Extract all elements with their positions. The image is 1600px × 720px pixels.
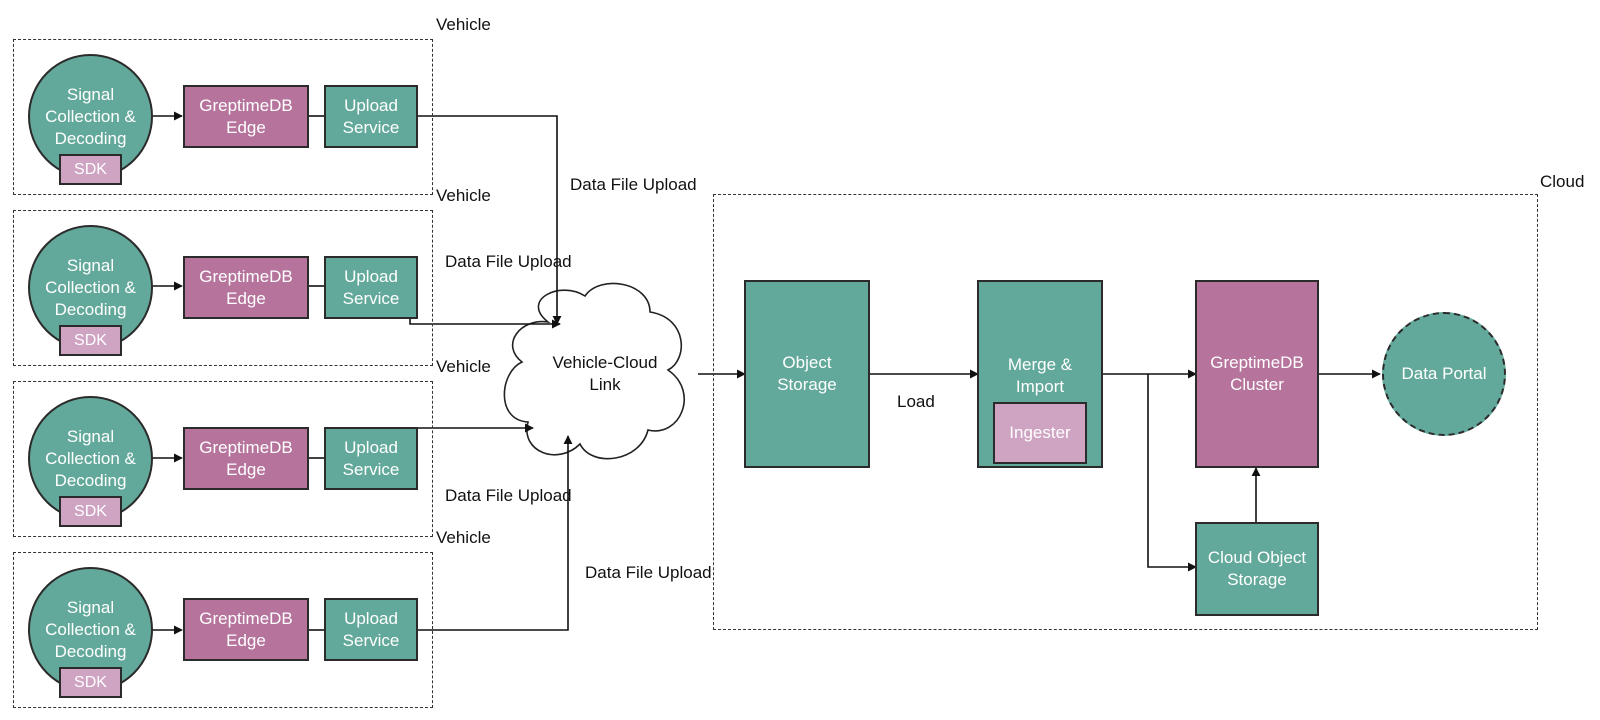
greptimedb-edge-node-3: GreptimeDB Edge [183,427,309,490]
upload-connector-2 [409,318,561,329]
cloud-group [713,194,1538,630]
vehicle-cloud-link-cloud-shape [503,282,685,460]
vehicle-group-1 [13,39,433,195]
ingester-box: Ingester [993,402,1087,464]
vehicle-group-2 [13,210,433,366]
sdk-box-1: SDK [59,154,122,185]
upload-service-node-1: Upload Service [324,85,418,148]
load-label: Load [897,392,935,411]
upload-service-node-2: Upload Service [324,256,418,319]
vehicle-group-3 [13,381,433,537]
upload-label-1: Data File Upload [570,175,697,194]
merge-import-label: Merge & Import [1007,355,1073,396]
signal-collection-label-2: Signal Collection & Decoding [45,256,136,319]
upload-label-2: Data File Upload [445,252,572,271]
greptimedb-edge-node-1: GreptimeDB Edge [183,85,309,148]
upload-service-node-3: Upload Service [324,427,418,490]
data-portal-node: Data Portal [1382,312,1506,436]
upload-service-node-4: Upload Service [324,598,418,661]
cloud-group-label: Cloud [1540,172,1585,191]
sdk-box-3: SDK [59,496,122,527]
vehicle-label-3: Vehicle [436,357,491,376]
vehicle-cloud-link-label: Vehicle-Cloud Link [552,353,658,394]
greptimedb-edge-node-2: GreptimeDB Edge [183,256,309,319]
upload-label-4: Data File Upload [585,563,712,582]
greptimedb-cluster-node: GreptimeDB Cluster [1195,280,1319,468]
object-storage-node: Object Storage [744,280,870,468]
signal-collection-label-4: Signal Collection & Decoding [45,598,136,661]
sdk-box-4: SDK [59,667,122,698]
vehicle-label-2: Vehicle [436,186,491,205]
vehicle-label-1: Vehicle [436,15,491,34]
upload-connector-1 [418,115,562,325]
sdk-box-2: SDK [59,325,122,356]
signal-collection-label-3: Signal Collection & Decoding [45,427,136,490]
upload-connector-4 [418,435,573,631]
cloud-object-storage-node: Cloud Object Storage [1195,522,1319,616]
vehicle-group-4 [13,552,433,708]
signal-collection-label-1: Signal Collection & Decoding [45,85,136,148]
greptimedb-edge-node-4: GreptimeDB Edge [183,598,309,661]
merge-to-cloud-object-storage-arrow [1147,374,1197,572]
upload-label-3: Data File Upload [445,486,572,505]
vehicle-label-4: Vehicle [436,528,491,547]
